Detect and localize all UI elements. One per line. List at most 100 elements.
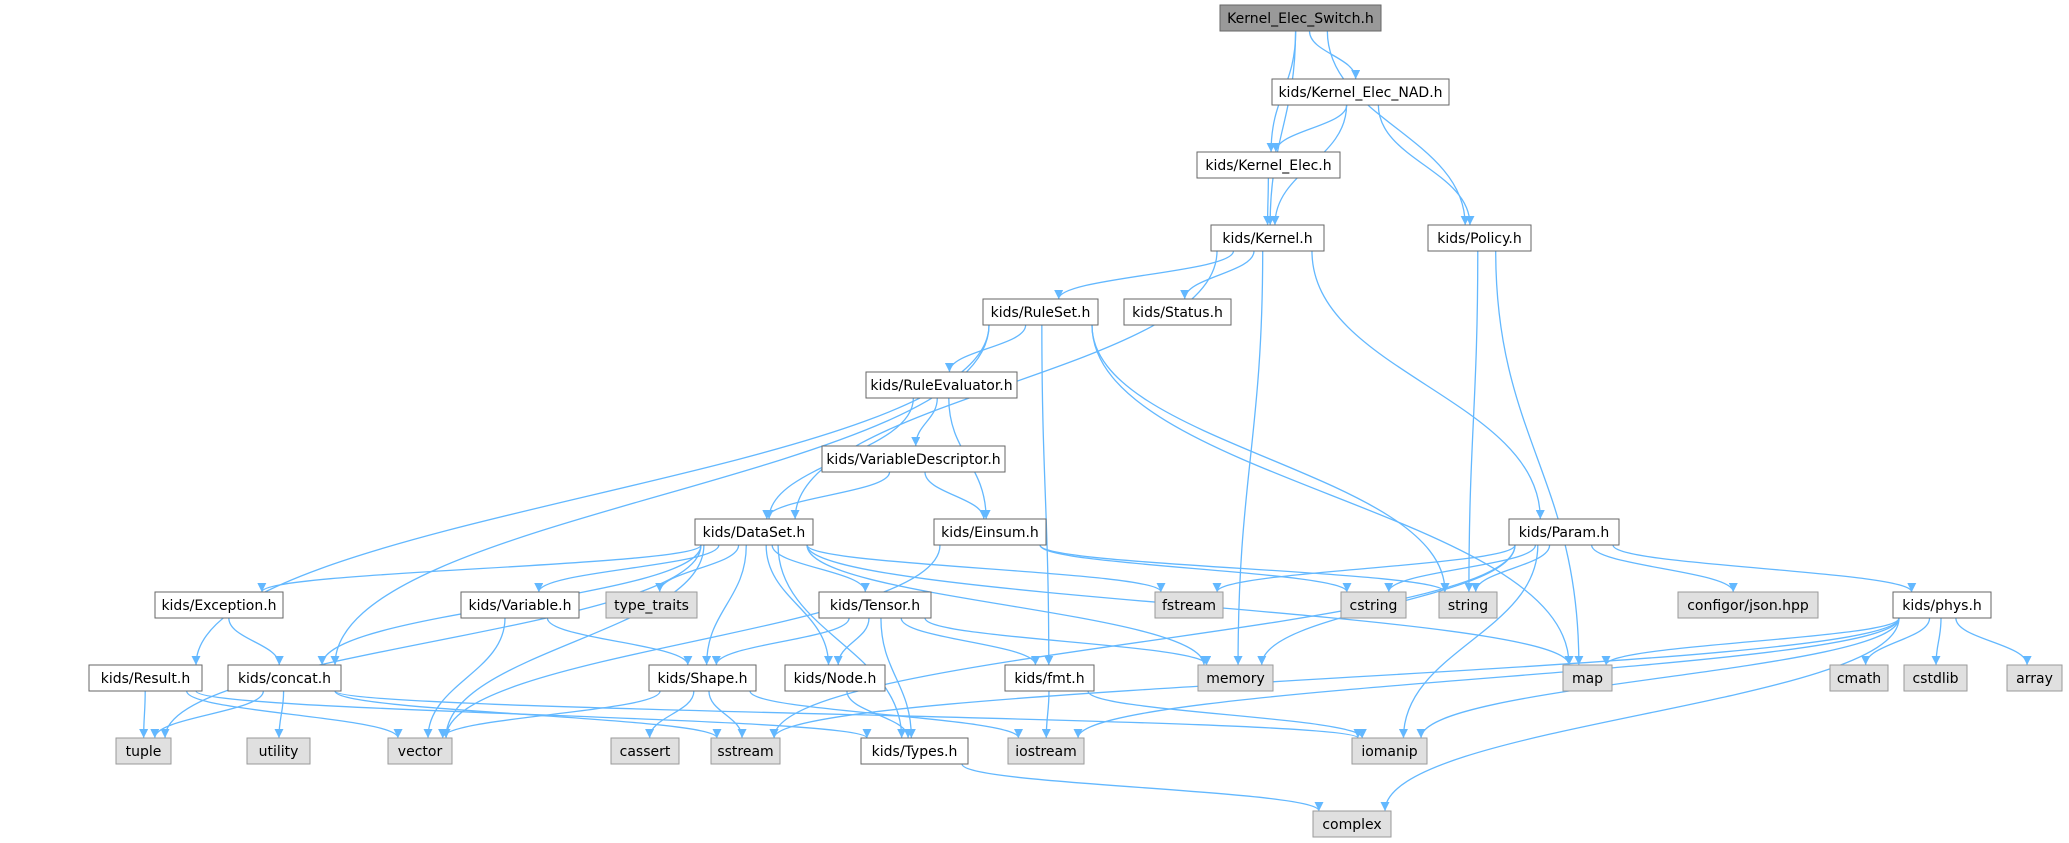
edge-phys-to-complex [1380, 617, 1900, 812]
node-types[interactable]: kids/Types.h [860, 737, 969, 765]
node-label: kids/concat.h [238, 671, 331, 687]
edge-param-to-configor [1590, 544, 1738, 593]
node-ruleset[interactable]: kids/RuleSet.h [982, 298, 1099, 326]
node-box [387, 737, 453, 765]
edge-shape-to-iostream [749, 690, 1023, 739]
edge-concat-to-tuple [150, 690, 264, 739]
node-box [865, 371, 1018, 399]
node-fmt[interactable]: kids/fmt.h [1004, 664, 1095, 692]
edge-kernel-to-ruleset [1054, 250, 1235, 300]
node-box [227, 664, 342, 692]
node-exception[interactable]: kids/Exception.h [154, 591, 284, 619]
edge-tensor-to-fmt [900, 617, 1040, 666]
edge-phys-to-sstream [769, 617, 1900, 739]
edge-dataset-to-type_traits [655, 544, 740, 593]
node-box [1677, 591, 1819, 619]
edge-dataset-to-tensor [771, 544, 870, 593]
node-label: string [1448, 598, 1488, 614]
node-shape[interactable]: kids/Shape.h [648, 664, 757, 692]
node-label: kids/Variable.h [469, 598, 572, 614]
edge-root-to-kernel [1265, 30, 1297, 226]
edge-types-to-complex [961, 763, 1324, 812]
edge-dataset-to-node [765, 544, 834, 666]
edge-root-to-policy [1326, 30, 1470, 226]
node-box [860, 737, 969, 765]
node-array: array [2006, 664, 2063, 692]
node-box [710, 737, 781, 765]
edge-ruleset-to-ruleevaluator [944, 324, 1027, 373]
node-ruleevaluator[interactable]: kids/RuleEvaluator.h [865, 371, 1018, 399]
edge-concat-to-utility [274, 690, 285, 739]
node-cmath: cmath [1829, 664, 1889, 692]
edge-node-to-types [846, 690, 913, 739]
node-box [610, 737, 680, 765]
edge-kernel-to-status [1180, 250, 1255, 300]
node-string: string [1438, 591, 1498, 619]
edge-phys-to-array [1955, 617, 2032, 666]
edge-einsum-to-vector [441, 544, 941, 739]
node-cstring: cstring [1340, 591, 1407, 619]
node-result[interactable]: kids/Result.h [88, 664, 203, 692]
edge-phys-to-map [1601, 617, 1900, 666]
node-box [1438, 591, 1498, 619]
node-dataset[interactable]: kids/DataSet.h [694, 518, 814, 546]
edge-phys-to-cmath [1861, 617, 1931, 666]
node-kernel-elec[interactable]: kids/Kernel_Elec.h [1196, 151, 1341, 179]
node-box [1562, 664, 1613, 692]
node-tensor[interactable]: kids/Tensor.h [818, 591, 932, 619]
node-label: kids/fmt.h [1014, 671, 1084, 687]
node-box [1312, 810, 1392, 838]
dependency-edges [139, 30, 2032, 812]
node-einsum[interactable]: kids/Einsum.h [933, 518, 1047, 546]
node-phys[interactable]: kids/phys.h [1892, 591, 1992, 619]
node-label: configor/json.hpp [1687, 598, 1809, 614]
node-box [1210, 224, 1325, 252]
node-box [784, 664, 886, 692]
node-label: kids/Tensor.h [830, 598, 920, 614]
node-label: kids/Param.h [1519, 525, 1610, 541]
node-variabledescriptor[interactable]: kids/VariableDescriptor.h [821, 445, 1006, 473]
node-box [1123, 298, 1232, 326]
node-variable[interactable]: kids/Variable.h [460, 591, 580, 619]
edge-kernel_elec-to-kernel [1263, 177, 1273, 226]
edge-kernel-to-memory [1233, 250, 1264, 666]
node-kernel[interactable]: kids/Kernel.h [1210, 224, 1325, 252]
node-label: iomanip [1361, 744, 1417, 760]
node-box [1351, 737, 1428, 765]
node-box [1829, 664, 1889, 692]
edge-tensor-to-node [833, 617, 870, 666]
node-status[interactable]: kids/Status.h [1123, 298, 1232, 326]
edge-variable-to-shape [546, 617, 693, 666]
node-tuple: tuple [115, 737, 172, 765]
node-policy[interactable]: kids/Policy.h [1427, 224, 1532, 252]
node-box [1508, 518, 1620, 546]
node-box [1007, 737, 1085, 765]
node-box [933, 518, 1047, 546]
edge-fmt-to-iostream [1041, 690, 1051, 739]
node-root[interactable]: Kernel_Elec_Switch.h [1219, 4, 1382, 32]
node-label: kids/Result.h [101, 671, 190, 687]
node-label: kids/Kernel.h [1222, 231, 1312, 247]
node-type-traits: type_traits [605, 591, 698, 619]
node-label: cstring [1350, 598, 1398, 614]
edge-tensor-to-types [880, 617, 916, 739]
edge-concat-to-iomanip [334, 690, 1363, 739]
edge-fmt-to-iomanip [1087, 690, 1367, 739]
edge-dataset-to-tuple [160, 544, 702, 739]
node-label: cassert [620, 744, 671, 760]
node-node[interactable]: kids/Node.h [784, 664, 886, 692]
node-label: utility [259, 744, 299, 760]
node-box [88, 664, 203, 692]
node-label: kids/Status.h [1132, 305, 1223, 321]
node-label: map [1572, 671, 1603, 687]
node-param[interactable]: kids/Param.h [1508, 518, 1620, 546]
edge-result-to-vector [186, 690, 403, 739]
edge-concat-to-sstream [334, 690, 722, 739]
edge-dataset-to-vector [441, 544, 705, 739]
edge-tensor-to-memory [924, 617, 1212, 666]
edge-param-to-string [1471, 544, 1551, 593]
node-concat[interactable]: kids/concat.h [227, 664, 342, 692]
node-kernel-elec-nad[interactable]: kids/Kernel_Elec_NAD.h [1271, 78, 1450, 106]
edge-root-to-kernel_elec_nad [1308, 30, 1361, 80]
edge-shape-to-sstream [708, 690, 747, 739]
